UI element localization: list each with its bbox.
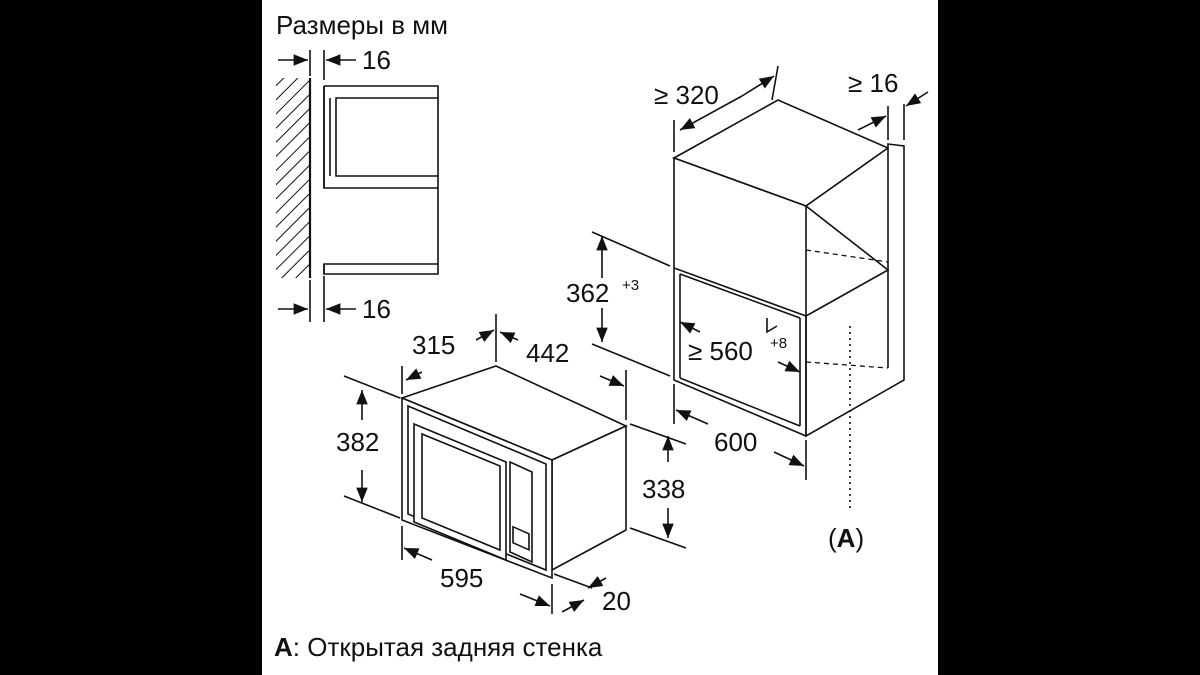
dim-arrow bbox=[403, 547, 433, 561]
dim-width-442: 442 bbox=[526, 338, 569, 368]
dim-height-338: 338 bbox=[642, 474, 685, 504]
control-panel-display bbox=[512, 525, 530, 552]
dim-niche-height: 362 bbox=[566, 278, 609, 308]
footer-note-text: : Открытая задняя стенка bbox=[293, 632, 603, 662]
wall-hatching bbox=[276, 78, 310, 278]
dim-niche-min-16: ≥ 16 bbox=[848, 68, 898, 98]
dim-depth-315: 315 bbox=[412, 330, 455, 360]
microwave-appliance bbox=[399, 365, 628, 580]
dim-height-382: 382 bbox=[336, 427, 379, 457]
side-view-section: 16 16 bbox=[276, 45, 439, 324]
dim-arrow bbox=[905, 91, 929, 107]
dim-arrow bbox=[587, 575, 607, 589]
microwave-door-window bbox=[413, 422, 507, 562]
dim-arrow bbox=[675, 409, 709, 425]
footer-note: A: Открытая задняя стенка bbox=[274, 632, 603, 662]
dim-arrow bbox=[405, 368, 423, 381]
footer-note-key: A bbox=[274, 632, 293, 662]
dim-arrow bbox=[599, 375, 625, 387]
dim-arrow bbox=[741, 75, 775, 97]
dim-niche-height-tolerance: +3 bbox=[622, 277, 639, 294]
dim-arrow bbox=[857, 115, 887, 131]
dim-arrow bbox=[519, 593, 551, 607]
dim-niche-width: ≥ 560 bbox=[688, 336, 753, 366]
dim-side-bottom-gap: 16 bbox=[362, 294, 391, 324]
dim-arrow bbox=[679, 95, 743, 131]
dim-arrow bbox=[499, 331, 519, 344]
dim-arrow bbox=[561, 599, 585, 613]
cabinet-side-panel bbox=[804, 143, 905, 438]
dim-side-top-gap: 16 bbox=[362, 45, 391, 75]
drawing-sheet: Размеры в мм 16 16 bbox=[262, 0, 938, 675]
niche-cabinet bbox=[672, 99, 905, 512]
dimension-drawing: Размеры в мм 16 16 bbox=[274, 10, 929, 662]
dim-cabinet-depth: 600 bbox=[714, 427, 757, 457]
dim-arrow bbox=[475, 329, 495, 343]
dim-niche-width-tolerance: +8 bbox=[770, 335, 787, 352]
dim-niche-min-320: ≥ 320 bbox=[654, 80, 719, 110]
dim-arrow bbox=[679, 321, 701, 334]
page-title: Размеры в мм bbox=[276, 10, 448, 40]
dim-front-20: 20 bbox=[602, 586, 631, 616]
dim-arrow bbox=[777, 360, 801, 373]
marker-a: (A) bbox=[828, 523, 864, 553]
dim-width-595: 595 bbox=[440, 563, 483, 593]
dim-arrow bbox=[773, 451, 805, 467]
side-cabinet bbox=[323, 85, 439, 275]
